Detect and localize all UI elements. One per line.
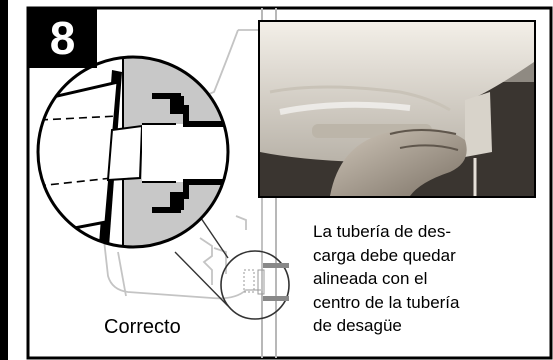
magnify-line (174, 251, 229, 307)
instruction-line: de desagüe (313, 316, 402, 335)
instruction-line: alineada con el (313, 269, 428, 288)
instruction-text: La tubería de des- carga debe quedar ali… (313, 220, 513, 338)
magnified-detail (38, 57, 228, 247)
correct-label: Correcto (104, 316, 181, 338)
step-number: 8 (49, 12, 76, 64)
joint-detail-small (243, 263, 289, 301)
instruction-line: La tubería de des- (313, 222, 451, 241)
panel-border (26, 6, 553, 360)
detail-circle-large (36, 55, 230, 249)
instruction-line: carga debe quedar (313, 245, 456, 265)
installation-photo (258, 20, 536, 198)
left-strip (0, 0, 8, 360)
step-number-badge: 8 (28, 8, 97, 68)
detail-circle-small (220, 250, 290, 320)
instruction-line: centro de la tubería (313, 292, 460, 312)
